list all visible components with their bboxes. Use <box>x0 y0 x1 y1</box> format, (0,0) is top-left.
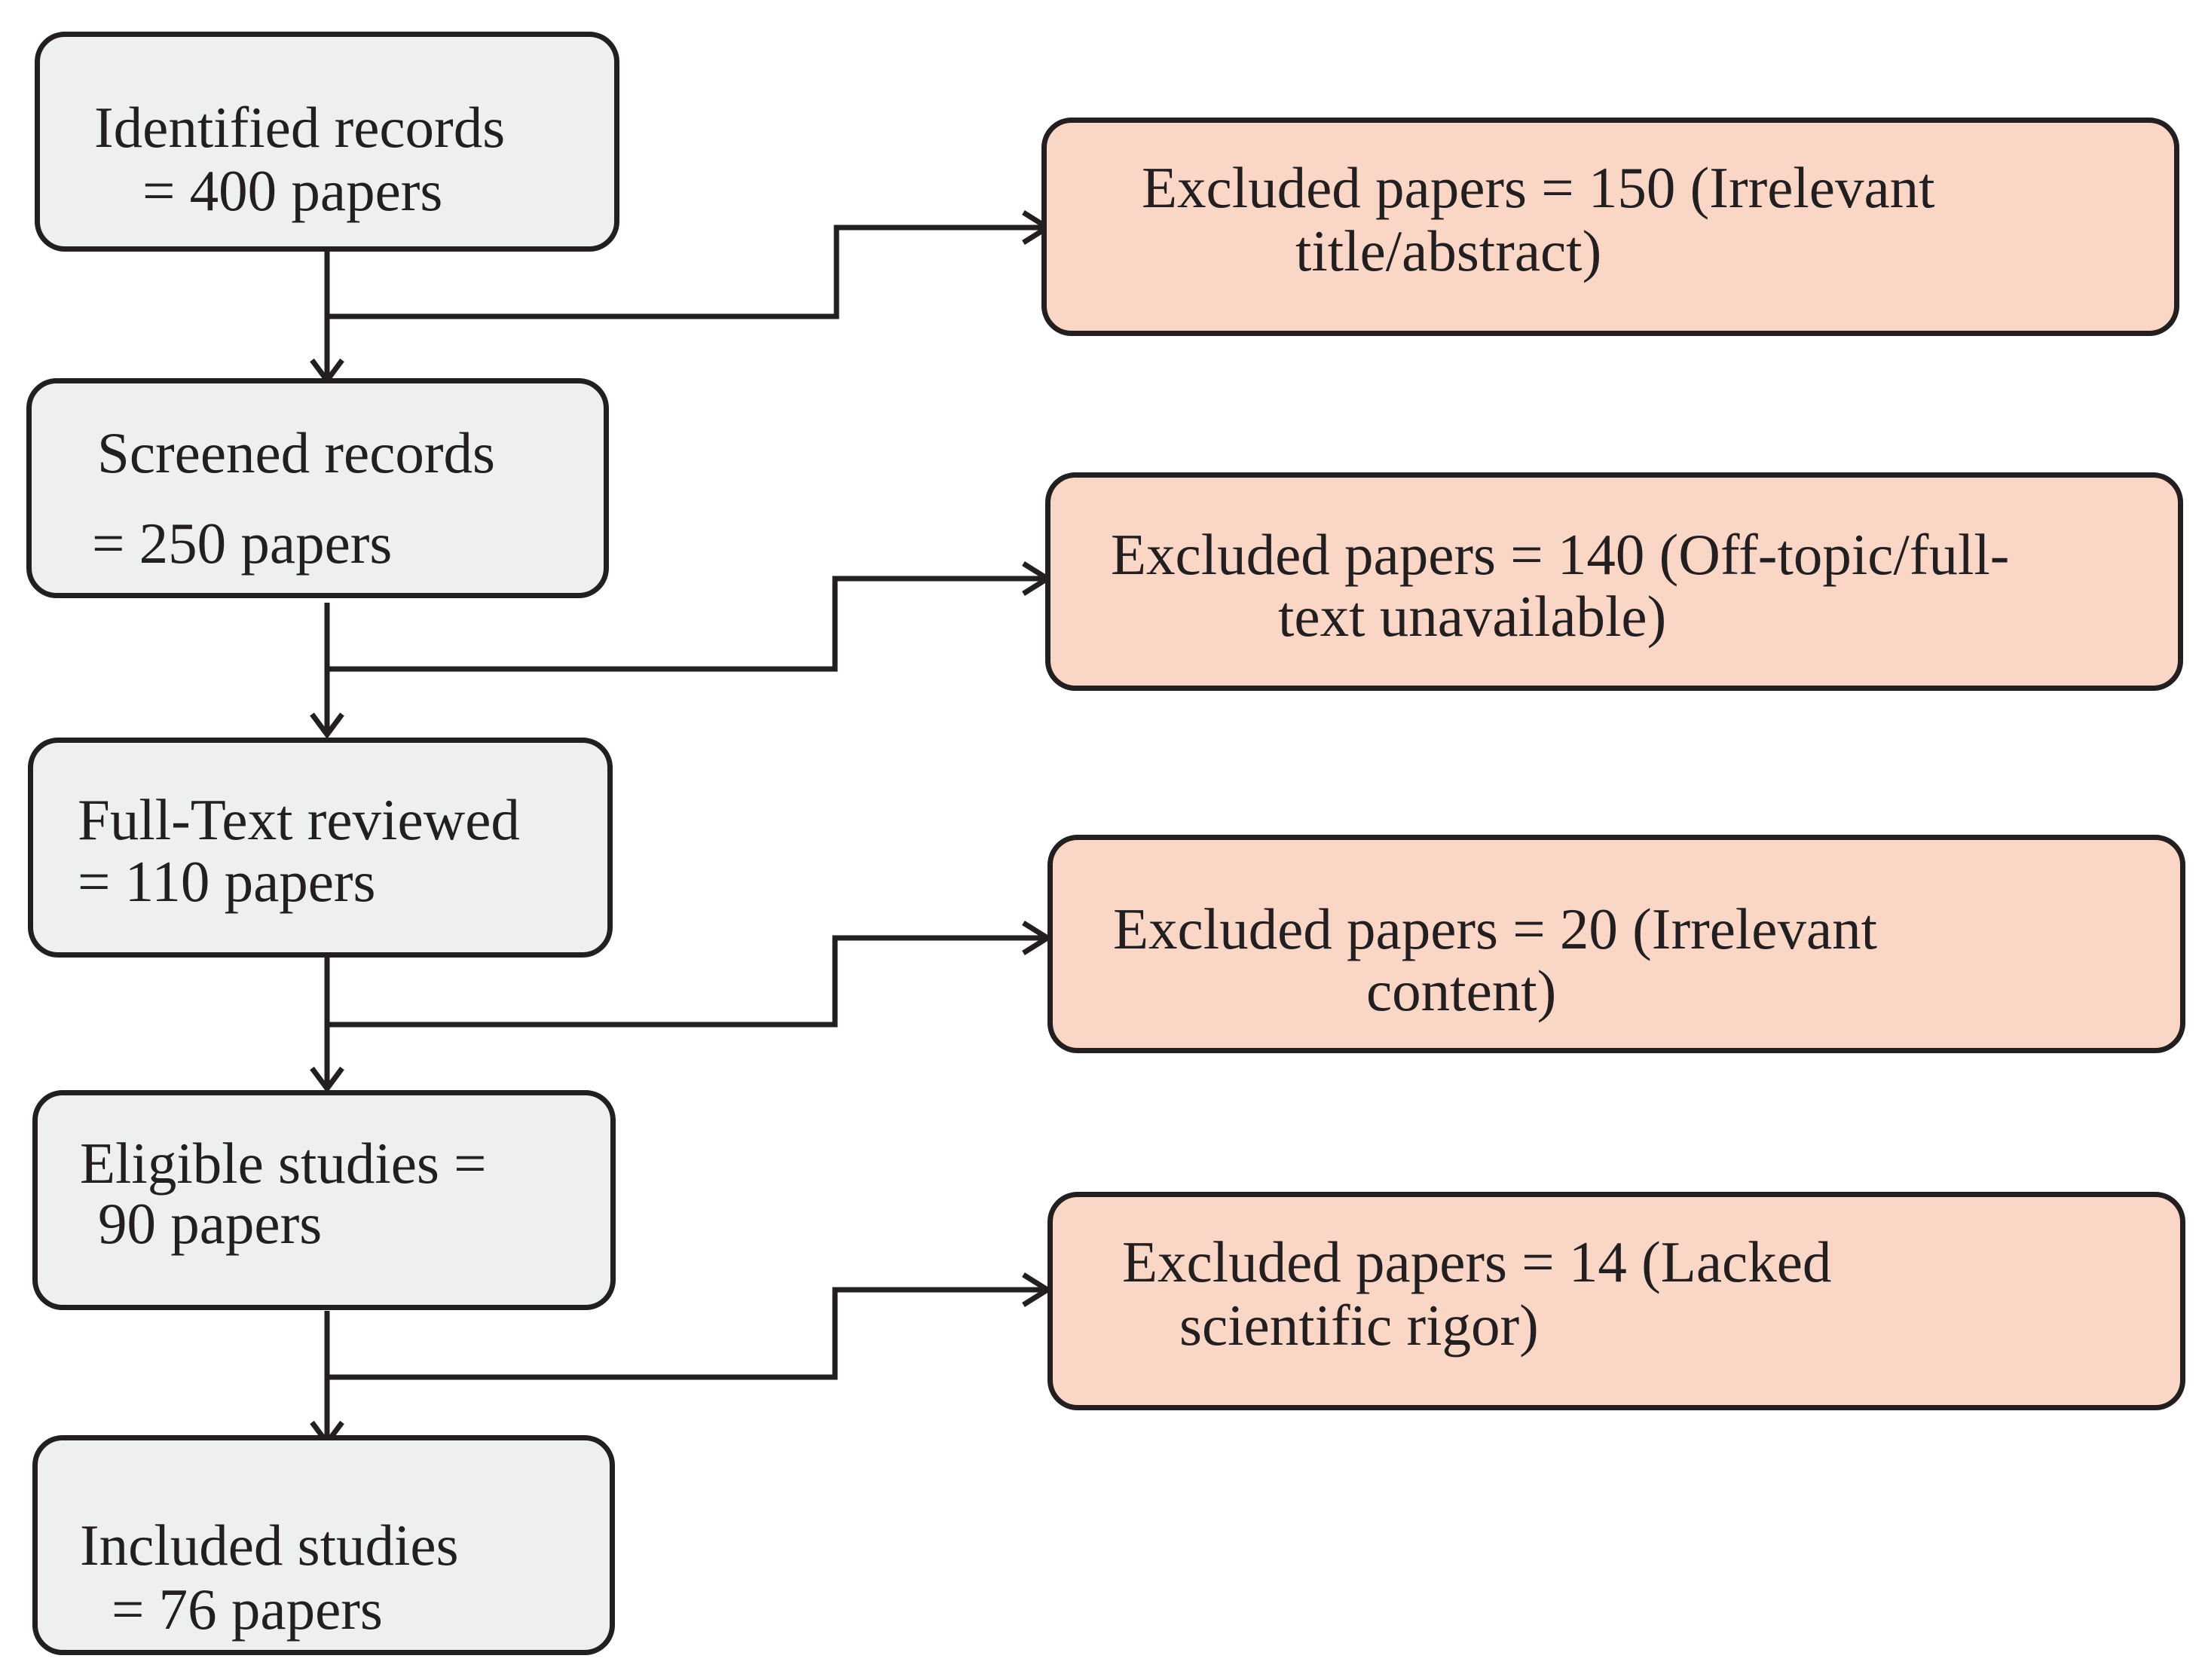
stage-box-eligible: Eligible studies = 90 papers <box>32 1090 616 1310</box>
stage-label: Included studies <box>80 1513 459 1578</box>
side-connector-2 <box>327 576 1044 672</box>
stage-box-full-text: Full-Text reviewed = 110 papers <box>28 738 613 958</box>
exclusion-box-3: Excluded papers = 20 (Irrelevant content… <box>1047 835 2185 1053</box>
side-connector-4 <box>327 1287 1044 1380</box>
stage-box-included: Included studies = 76 papers <box>32 1435 615 1655</box>
exclusion-reason: Excluded papers = 14 (Lacked <box>1122 1229 1832 1294</box>
stage-count: = 110 papers <box>78 849 376 914</box>
stage-label: Screened records <box>97 420 496 485</box>
exclusion-box-1: Excluded papers = 150 (Irrelevant title/… <box>1041 118 2179 336</box>
exclusion-box-4: Excluded papers = 14 (Lacked scientific … <box>1047 1192 2185 1410</box>
stage-box-screened: Screened records = 250 papers <box>26 378 609 598</box>
stage-count: = 400 papers <box>142 158 443 223</box>
exclusion-reason-cont: text unavailable) <box>1278 584 1667 649</box>
exclusion-reason-cont: title/abstract) <box>1295 218 1602 283</box>
stage-count: 90 papers <box>98 1191 323 1256</box>
down-arrowhead-3 <box>310 1066 344 1093</box>
exclusion-reason-cont: content) <box>1366 958 1557 1023</box>
stage-label: Identified records <box>94 95 506 160</box>
exclusion-reason-cont: scientific rigor) <box>1179 1293 1539 1358</box>
stage-label: Eligible studies = <box>80 1131 487 1196</box>
side-connector-3 <box>327 935 1044 1028</box>
exclusion-reason: Excluded papers = 20 (Irrelevant <box>1113 897 1878 961</box>
stage-count: = 250 papers <box>92 511 393 576</box>
exclusion-box-2: Excluded papers = 140 (Off-topic/full- t… <box>1045 472 2183 691</box>
down-arrowhead-2 <box>310 712 344 739</box>
exclusion-reason: Excluded papers = 150 (Irrelevant <box>1142 155 1935 220</box>
stage-label: Full-Text reviewed <box>78 787 520 852</box>
exclusion-reason: Excluded papers = 140 (Off-topic/full- <box>1111 522 2010 587</box>
side-connector-1 <box>327 225 1044 319</box>
stage-box-identified: Identified records = 400 papers <box>35 32 619 252</box>
stage-count: = 76 papers <box>112 1577 383 1642</box>
